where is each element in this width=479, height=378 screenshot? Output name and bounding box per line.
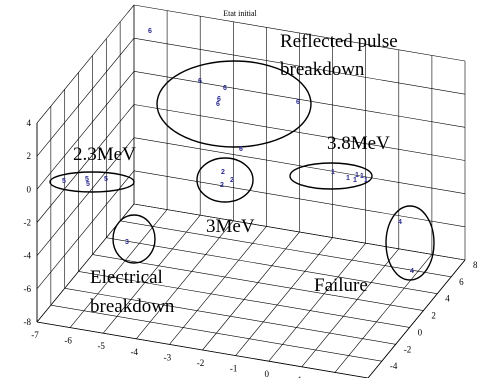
x-tick-label: -1 <box>230 364 238 374</box>
back-wall-grid-line <box>133 203 466 261</box>
data-point-label: 6 <box>223 85 227 92</box>
x-tick-label: 1 <box>298 375 303 378</box>
chart-title: Etat initial <box>223 9 257 18</box>
data-point-label: 4 <box>398 219 402 226</box>
data-point-label: 6 <box>217 96 221 103</box>
x-axis-line <box>36 321 369 378</box>
floor-grid-line <box>136 220 234 339</box>
cluster-label: Failure <box>314 275 368 296</box>
floor-grid-line <box>106 237 438 295</box>
back-wall-grid-line <box>133 71 466 128</box>
data-point-label: 5 <box>62 178 66 185</box>
cluster-ellipse <box>49 171 135 193</box>
cluster-labels: Reflected pulse breakdown 2.3MeV 3.8MeV 3MeV… <box>73 31 398 317</box>
y-tick-label: -2 <box>404 344 412 354</box>
y-tick-label: 0 <box>418 327 423 337</box>
z-tick-label: -4 <box>24 251 32 261</box>
back-wall-grid-line <box>133 4 466 62</box>
x-tick-label: -4 <box>131 347 139 357</box>
left-wall-grid-line <box>36 137 135 256</box>
x-tick-label: 0 <box>264 369 269 378</box>
data-point-label: 1 <box>353 177 357 184</box>
y-tick-label: 6 <box>459 277 464 287</box>
cluster-ellipses <box>49 60 435 281</box>
data-point-label: 2 <box>221 169 225 176</box>
cluster-ellipse <box>112 214 156 264</box>
floor-grid-line <box>92 254 424 311</box>
floor-grid-line <box>235 237 333 356</box>
data-point-label: 1 <box>360 173 364 180</box>
cluster-label: Electrical <box>90 267 163 288</box>
cluster-ellipse <box>156 60 312 148</box>
z-tick-label: 0 <box>27 184 32 194</box>
floor-grid-line <box>50 304 382 362</box>
floor-grid-line <box>102 215 201 334</box>
floor-grid-line <box>268 243 366 362</box>
left-wall-grid-line <box>36 37 135 157</box>
data-point-label: 5 <box>86 181 90 188</box>
data-point-label: 5 <box>104 176 108 183</box>
y-tick-label: 4 <box>445 294 450 304</box>
data-point-label: 4 <box>410 268 414 275</box>
back-wall-grid-line <box>133 37 466 95</box>
data-point-label: 5 <box>85 176 89 183</box>
floor-grid-line <box>120 220 452 278</box>
grid <box>36 4 466 378</box>
floor-grid-line <box>69 209 168 328</box>
floor-grid-line <box>334 254 433 373</box>
x-tick-label: -6 <box>64 336 72 346</box>
data-point-label: 1 <box>364 177 368 184</box>
z-tick-label: -8 <box>24 317 32 327</box>
data-point-label: 2 <box>230 177 234 184</box>
cluster-label: breakdown <box>280 59 365 80</box>
z-tick-label: 4 <box>27 118 32 128</box>
cluster-label: Reflected pulse <box>280 31 398 52</box>
floor-grid-line <box>78 271 410 328</box>
floor-grid-line <box>202 231 300 351</box>
x-tick-label: -5 <box>97 341 105 351</box>
x-tick-label: -2 <box>197 358 205 368</box>
cluster-ellipse <box>385 205 435 281</box>
data-point-label: 6 <box>148 28 152 35</box>
cluster-ellipse <box>196 157 254 203</box>
cluster-label: 2.3MeV <box>73 144 136 165</box>
back-wall-grid-line <box>133 104 466 161</box>
cluster-label: 3.8MeV <box>327 133 390 154</box>
z-tick-label: 2 <box>27 151 32 161</box>
y-tick-label: 8 <box>473 260 478 270</box>
floor-grid-line <box>64 287 396 345</box>
cluster-label: 3MeV <box>206 216 255 237</box>
data-point-label: 6 <box>198 78 202 85</box>
data-point-label: 6 <box>296 99 300 106</box>
data-point-label: 1 <box>331 169 335 176</box>
x-tick-label: -7 <box>31 330 39 340</box>
cluster-ellipse <box>289 162 373 190</box>
cluster-label: breakdown <box>90 296 175 317</box>
data-point-label: 1 <box>355 172 359 179</box>
left-wall-grid-line <box>36 4 135 124</box>
back-wall-grid-line <box>133 137 466 194</box>
data-point-label: 1 <box>346 175 350 182</box>
left-wall-grid-line <box>36 71 135 190</box>
left-wall-grid-line <box>36 104 135 223</box>
data-point-label: 2 <box>220 182 224 189</box>
data-point-label: 3 <box>125 239 129 246</box>
z-tick-label: -6 <box>24 284 32 294</box>
data-point-label: 6 <box>239 146 243 153</box>
y-tick-label: 2 <box>431 311 436 321</box>
z-tick-label: -2 <box>24 218 32 228</box>
back-wall-grid-line <box>133 170 466 228</box>
y-axis-line <box>367 259 466 378</box>
y-tick-label: -4 <box>390 361 398 371</box>
floor-grid-line <box>301 248 400 367</box>
floor-grid-line <box>169 226 267 345</box>
data-point-label: 6 <box>216 101 220 108</box>
x-tick-label: -3 <box>164 352 172 362</box>
